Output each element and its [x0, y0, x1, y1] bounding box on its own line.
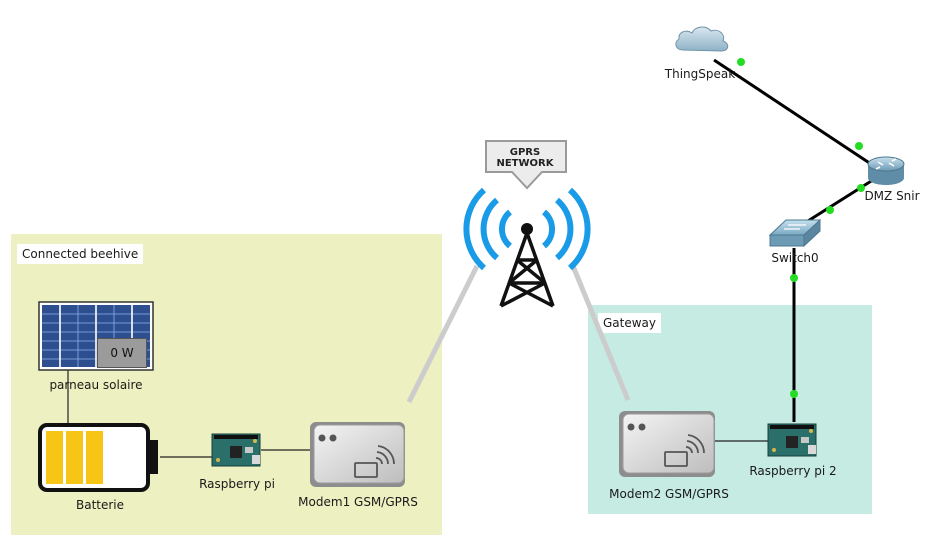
gprs-network-label: GPRS NETWORK [488, 147, 562, 169]
battery-label: Batterie [75, 498, 125, 512]
modem1-label: Modem1 GSM/GPRS [298, 495, 418, 509]
gateway-zone: Gateway [588, 305, 872, 514]
solar-power-readout: 0 W [97, 338, 147, 368]
modem2-label: Modem2 GSM/GPRS [609, 487, 729, 501]
gprs-tower-icon [463, 140, 591, 308]
gateway-label: Gateway [598, 313, 662, 333]
raspberry-pi-icon[interactable] [211, 433, 261, 467]
cloud-icon[interactable] [675, 26, 729, 52]
raspberry-pi-2-icon[interactable] [767, 423, 817, 457]
link-cloud-router [713, 58, 881, 172]
solar-panel-label: parneau solaire [49, 378, 143, 392]
switch-icon[interactable] [768, 218, 822, 248]
dmz-router-label: DMZ Snir [864, 189, 920, 203]
wireless-link-modem1 [406, 264, 480, 404]
battery-icon[interactable] [38, 423, 158, 492]
raspberry-pi-2-label: Raspberry pi 2 [749, 464, 837, 478]
raspberry-pi-label: Raspberry pi [199, 477, 275, 491]
switch0-label: Switch0 [771, 251, 819, 265]
modem2-icon[interactable] [619, 411, 715, 477]
wireless-link-modem2 [570, 265, 631, 401]
thingspeak-label: ThingSpeak [664, 67, 736, 81]
connected-beehive-label: Connected beehive [17, 244, 144, 264]
router-icon[interactable] [867, 156, 905, 185]
link-status-dots [737, 58, 865, 398]
gprs-label-line1: GPRS [509, 147, 541, 158]
modem1-icon[interactable] [310, 422, 405, 487]
gprs-label-line2: NETWORK [496, 158, 554, 169]
